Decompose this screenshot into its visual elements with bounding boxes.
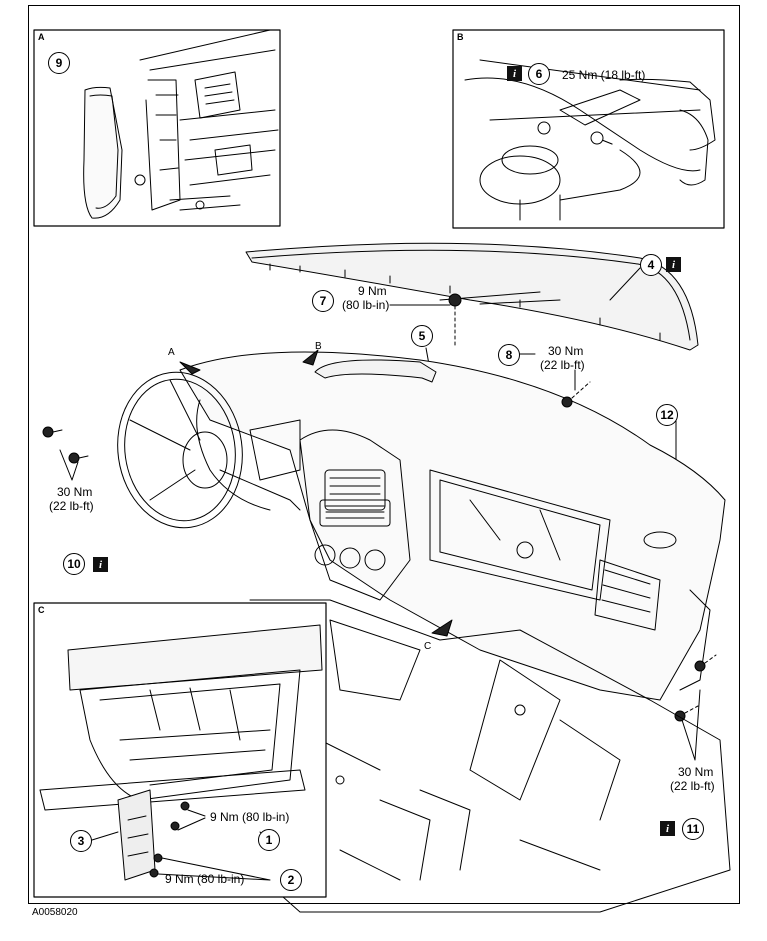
fasteners: [42, 293, 717, 722]
torque-7-imp: (80 lb-in): [342, 298, 390, 312]
torque-7-nm: 9 Nm: [358, 284, 387, 298]
callout-9: 9: [48, 52, 70, 74]
figure-frame: [28, 5, 740, 904]
info-icon-4: i: [666, 257, 681, 272]
inset-a-art: [83, 29, 279, 219]
inset-b-art: [464, 59, 716, 221]
callout-5: 5: [411, 325, 433, 347]
inset-b-letter: B: [457, 32, 464, 42]
inset-b-frame: [452, 29, 725, 229]
view-arrow-a-label: A: [168, 347, 175, 358]
view-arrow-c-label: C: [424, 641, 432, 652]
view-arrow-b-label: B: [315, 341, 322, 352]
callout-1: 1: [258, 829, 280, 851]
callout-10: 10: [63, 553, 85, 575]
inset-a-letter: A: [38, 32, 45, 42]
torque-1: 9 Nm (80 lb-in): [210, 810, 290, 824]
torque-11-nm: 30 Nm: [678, 765, 714, 779]
callout-2: 2: [280, 869, 302, 891]
torque-6: 25 Nm (18 lb-ft): [562, 68, 646, 82]
leader-8: [519, 353, 576, 391]
steering-wheel: [117, 371, 301, 529]
leader-11: [681, 689, 701, 761]
torque-11-imp: (22 lb-ft): [670, 779, 715, 793]
callout-12: 12: [656, 404, 678, 426]
inset-a-frame: [33, 29, 281, 227]
inset-c-letter: C: [38, 605, 45, 615]
figure-id: A0058020: [32, 907, 78, 918]
torque-8-nm: 30 Nm: [548, 344, 584, 358]
torque-10-imp: (22 lb-ft): [49, 499, 94, 513]
torque-2: 9 Nm (80 lb-in): [165, 872, 245, 886]
torque-10-nm: 30 Nm: [57, 485, 93, 499]
inset-c-art: [39, 624, 323, 881]
view-arrow-b: [302, 349, 319, 366]
duct: [314, 359, 437, 383]
info-icon-10: i: [93, 557, 108, 572]
instrument-panel: [179, 351, 726, 701]
callout-8: 8: [498, 344, 520, 366]
leader-4: [609, 267, 641, 301]
floor-pan: [229, 599, 731, 913]
callout-3: 3: [70, 830, 92, 852]
callout-6: 6: [528, 63, 550, 85]
callout-4: 4: [640, 254, 662, 276]
info-icon-11: i: [660, 821, 675, 836]
callout-7: 7: [312, 290, 334, 312]
view-arrow-c: [431, 619, 453, 637]
callout-11: 11: [682, 818, 704, 840]
view-arrow-a: [179, 361, 201, 375]
leader-10: [59, 449, 79, 481]
torque-8-imp: (22 lb-ft): [540, 358, 585, 372]
info-icon-6: i: [507, 66, 522, 81]
